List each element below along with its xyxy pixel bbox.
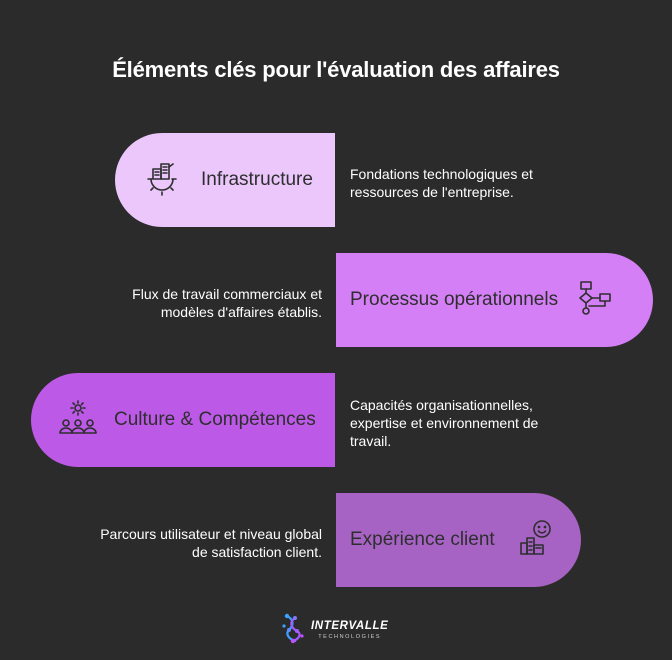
item-culture: Culture & Compétences xyxy=(31,373,335,467)
item-label: Expérience client xyxy=(350,529,495,550)
item-description: Fondations technologiques et ressources … xyxy=(350,166,533,200)
item-description: Capacités organisationnelles, expertise … xyxy=(350,397,539,449)
item-label: Processus opérationnels xyxy=(350,289,559,310)
intervalle-logo-icon xyxy=(281,612,307,649)
logo-name: INTERVALLE xyxy=(311,620,389,632)
item-label: Culture & Compétences xyxy=(114,409,316,430)
item-processus: Processus opérationnels xyxy=(336,253,653,347)
customer-satisfaction-icon xyxy=(517,519,555,562)
flowchart-icon xyxy=(576,279,614,322)
item-description: Flux de travail commerciaux et modèles d… xyxy=(132,286,322,320)
infrastructure-gear-icon xyxy=(143,159,181,202)
logo-subtitle: TECHNOLOGIES xyxy=(318,633,382,640)
item-label: Infrastructure xyxy=(201,169,313,190)
item-experience-client: Expérience client xyxy=(336,493,581,587)
team-culture-icon xyxy=(58,399,98,442)
item-infrastructure: Infrastructure xyxy=(115,133,335,227)
page-title: Éléments clés pour l'évaluation des affa… xyxy=(112,57,560,82)
brand-logo: INTERVALLE TECHNOLOGIES xyxy=(281,612,388,649)
item-description: Parcours utilisateur et niveau global de… xyxy=(100,526,322,560)
